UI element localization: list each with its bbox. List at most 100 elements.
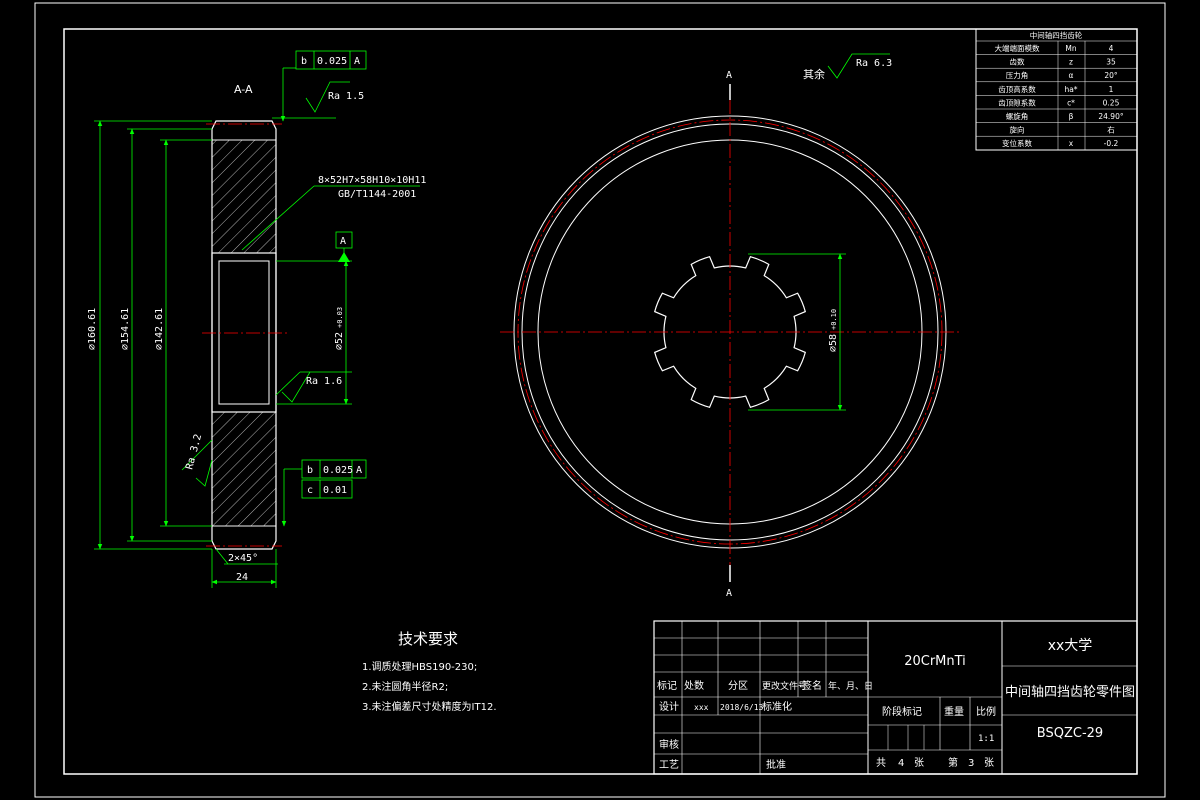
spline-spec-line2: GB/T1144-2001	[338, 189, 416, 200]
roughness-symbol-left	[195, 459, 213, 487]
tb-hdr-2: 分区	[728, 680, 748, 692]
param-name: 齿数	[1010, 57, 1026, 67]
roughness-bore-label: Ra 1.6	[306, 376, 342, 387]
param-row: 旋向 右	[976, 122, 1137, 137]
tb-material: 20CrMnTi	[904, 654, 966, 669]
param-symbol: x	[1069, 139, 1074, 148]
section-view: A-A	[87, 50, 426, 588]
section-mark-bottom: A	[726, 588, 732, 599]
tb-sheet-no: 3	[968, 758, 974, 769]
roughness-top-label: Ra 1.5	[328, 91, 364, 102]
spline-hole	[653, 255, 807, 409]
param-row: 齿顶隙系数 c* 0.25	[976, 95, 1137, 110]
param-value: 24.90°	[1098, 112, 1123, 121]
tol-top-symbol: b	[301, 56, 307, 67]
outer-border	[34, 2, 1166, 798]
tb-hdr-0: 标记	[657, 680, 677, 692]
tech-requirements: 技术要求 1.调质处理HBS190-230; 2.未注圆角半径R2; 3.未注偏…	[362, 630, 497, 713]
dim-bore-label: ∅52	[334, 332, 345, 350]
tb-hdr-5: 年、月、日	[828, 680, 873, 692]
front-view: A A 其余 Ra 6.3 ∅58 +0.10	[500, 53, 960, 599]
hatch-upper	[211, 139, 277, 254]
tb-stage-mark: 阶段标记	[882, 705, 922, 718]
bore-outline	[211, 252, 277, 413]
width-label: 24	[236, 572, 248, 583]
param-name: 螺旋角	[1006, 111, 1029, 121]
tolerance-frame-top: b 0.025 A	[295, 50, 367, 70]
datum-box	[335, 231, 353, 249]
rest-roughness-label: Ra 6.3	[856, 58, 892, 69]
tb-review: 审核	[659, 738, 679, 751]
title-block-text: 标记 处数 分区 更改文件号 签名 年、月、日 设计 xxx 2018/6/13…	[657, 638, 1135, 771]
hatch-lower	[211, 411, 277, 527]
param-symbol: β	[1069, 112, 1074, 121]
param-value: 35	[1106, 58, 1116, 67]
tb-scale: 1:1	[978, 734, 994, 744]
param-name: 齿顶高系数	[998, 84, 1036, 94]
param-name: 旋向	[1010, 125, 1025, 135]
inner-border	[63, 28, 1138, 775]
param-value: -0.2	[1104, 139, 1119, 148]
tb-drawing-name: 中间轴四挡齿轮零件图	[1005, 685, 1135, 700]
tb-standardization: 标准化	[762, 700, 792, 713]
tolerance-frame-bottom: b 0.025 A c 0.01	[301, 459, 367, 499]
chamfer-label: 2×45°	[228, 553, 258, 564]
tb-total-b: 张	[914, 757, 924, 769]
tech-req-item-2: 2.未注圆角半径R2;	[362, 680, 448, 693]
tb-hdr-3: 更改文件号	[762, 680, 807, 692]
tb-approve: 批准	[766, 758, 786, 771]
tb-total-a: 共	[876, 757, 886, 769]
param-row: 压力角 α 20°	[976, 68, 1137, 83]
tb-weight: 重量	[944, 705, 964, 718]
section-mark-top: A	[726, 70, 732, 81]
tol-top-datum: A	[354, 56, 360, 67]
dim-spline-label: ∅58	[828, 334, 839, 352]
param-name: 变位系数	[1002, 138, 1032, 148]
roughness-symbol-bore	[281, 371, 311, 403]
tb-school: xx大学	[1048, 638, 1093, 654]
param-symbol: c*	[1067, 98, 1075, 107]
param-row: 大端端面模数 Mn 4	[976, 41, 1137, 55]
param-symbol: Mn	[1065, 44, 1076, 53]
param-row: 变位系数 x -0.2	[976, 136, 1137, 151]
tech-req-item-3: 3.未注偏差尺寸处精度为IT12.	[362, 700, 497, 713]
rest-label: 其余	[803, 67, 825, 81]
param-name: 齿顶隙系数	[998, 97, 1036, 107]
param-name: 大端端面模数	[995, 43, 1040, 53]
tb-designer: xxx	[694, 703, 709, 712]
tb-hdr-4: 签名	[802, 679, 822, 692]
dim-root-label: ∅142.61	[154, 308, 165, 350]
tb-hdr-1: 处数	[684, 679, 704, 692]
roughness-left-label: Ra 3.2	[184, 433, 204, 471]
param-symbol: ha*	[1064, 85, 1077, 94]
tb-total-sheets: 4	[898, 758, 904, 769]
dim-bore-tol: +0.03	[336, 307, 344, 328]
tech-req-item-1: 1.调质处理HBS190-230;	[362, 661, 477, 673]
tb-design-date: 2018/6/13	[720, 703, 764, 712]
tb-sheet-b: 张	[984, 757, 994, 769]
param-value: 20°	[1104, 71, 1118, 80]
param-value: 右	[1107, 125, 1115, 135]
dim-tip-label: ∅154.61	[120, 308, 131, 350]
tb-scale-label: 比例	[976, 705, 996, 718]
param-row: 螺旋角 β 24.90°	[976, 109, 1137, 123]
param-name: 压力角	[1006, 70, 1029, 80]
section-label: A-A	[234, 83, 253, 96]
tb-design-label: 设计	[659, 700, 679, 713]
spline-spec-line1: 8×52H7×58H10×10H11	[318, 175, 426, 186]
tech-req-title: 技术要求	[398, 630, 458, 648]
param-value: 4	[1109, 44, 1114, 53]
tol-b1-symbol: b	[307, 465, 313, 476]
tol-b2-value: 0.01	[323, 485, 347, 496]
datum-label: A	[340, 236, 346, 247]
tb-drawing-no: BSQZC-29	[1037, 726, 1103, 741]
tb-sheet-a: 第	[948, 756, 958, 769]
param-value: 0.25	[1103, 98, 1120, 107]
tol-b1-value: 0.025	[323, 465, 353, 476]
tol-b1-datum: A	[356, 465, 362, 476]
datum-triangle	[338, 252, 350, 262]
param-symbol: α	[1069, 71, 1074, 80]
